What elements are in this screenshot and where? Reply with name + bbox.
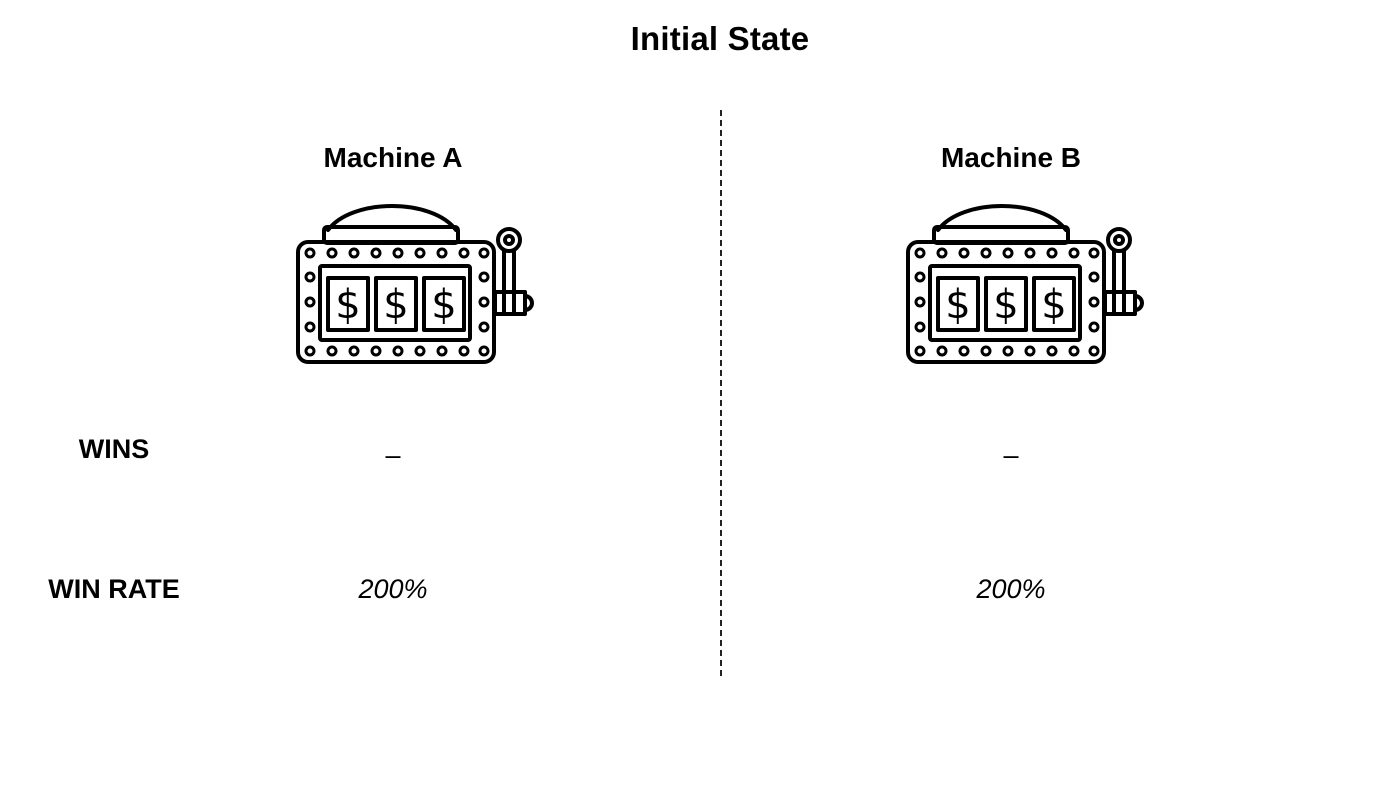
reel-symbol: $	[945, 282, 970, 328]
machine-a-wins: –	[385, 440, 401, 470]
slot-machine-icon: $ $ $	[296, 204, 534, 364]
machine-a-win-rate: 200%	[358, 574, 428, 604]
reel-symbol: $	[335, 282, 360, 328]
win-rate-label: WIN RATE	[48, 574, 180, 604]
machine-b-win-rate: 200%	[976, 574, 1046, 604]
wins-label: WINS	[78, 434, 150, 464]
page-title: Initial State	[630, 20, 810, 57]
dashed-divider	[720, 110, 722, 676]
reel-symbol: $	[431, 282, 456, 328]
machine-b-title: Machine B	[940, 142, 1082, 173]
reel-symbol: $	[1041, 282, 1066, 328]
reel-symbol: $	[383, 282, 408, 328]
reel-symbol: $	[993, 282, 1018, 328]
slot-machine-icon: $ $ $	[906, 204, 1144, 364]
machine-a-title: Machine A	[323, 142, 463, 173]
machine-b-wins: –	[1003, 440, 1019, 470]
